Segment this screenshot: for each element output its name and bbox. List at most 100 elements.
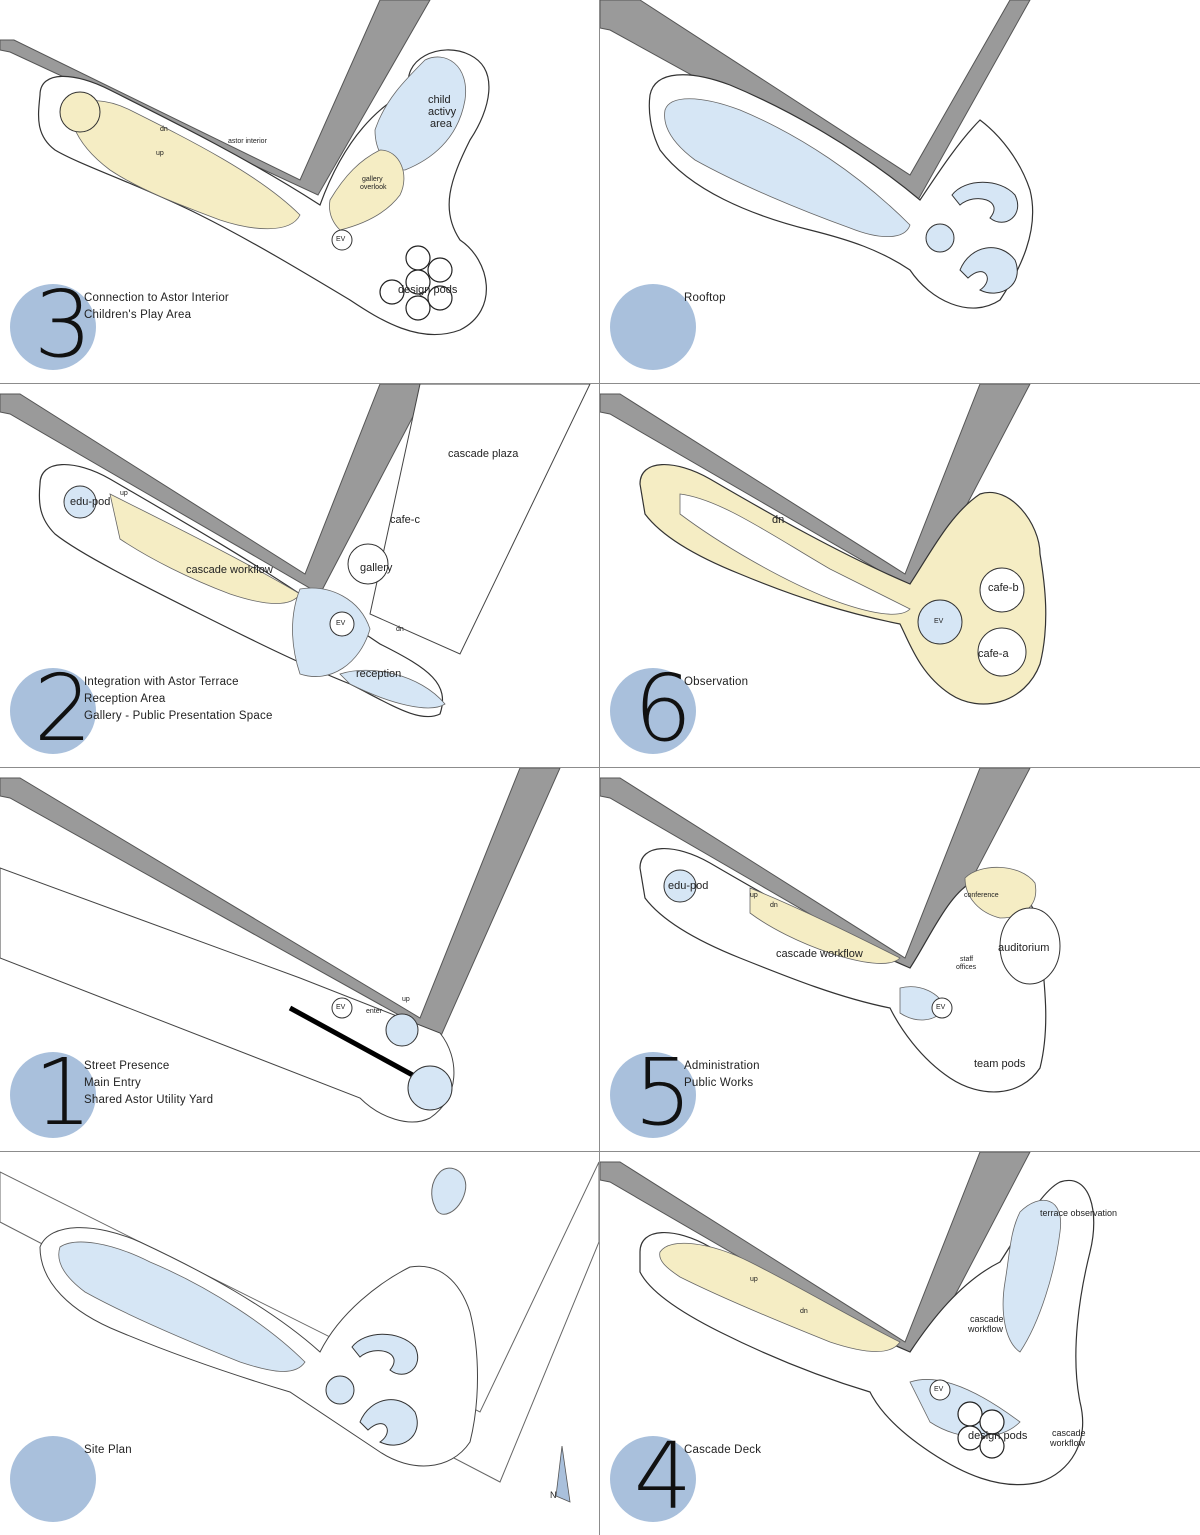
label-up: up <box>750 1276 758 1283</box>
label-cascade-b: cascade <box>1052 1428 1086 1438</box>
label-dn: dn <box>770 902 778 909</box>
floor-plan-level-2 <box>0 384 591 718</box>
panel-captions: Connection to Astor Interior Children's … <box>84 290 229 324</box>
panel-level-5: 5 Administration Public Works edu-pod ca… <box>600 768 1199 1151</box>
floor-plan-level-1 <box>0 768 561 1123</box>
label-ev: EV <box>934 1386 944 1393</box>
level-badge <box>10 1052 96 1138</box>
panel-level-1: 1 Street Presence Main Entry Shared Asto… <box>0 768 599 1151</box>
level-number: 2 <box>33 655 93 762</box>
level-badge <box>610 1436 696 1522</box>
label-edu-pod: edu-pod <box>668 880 709 892</box>
panel-captions: Observation <box>684 674 748 691</box>
panel-captions: Administration Public Works <box>684 1058 760 1092</box>
caption-line: Rooftop <box>684 292 726 304</box>
level-number: 4 <box>633 1423 693 1530</box>
caption-line: Gallery - Public Presentation Space <box>84 710 273 722</box>
label-cascade-a: cascade <box>970 1314 1004 1324</box>
level-number: 1 <box>33 1039 93 1146</box>
panel-captions: Cascade Deck <box>684 1442 761 1459</box>
label-team-pods: team pods <box>974 1058 1026 1070</box>
caption-line: Integration with Astor Terrace <box>84 676 239 688</box>
label-edu-pod: edu-pod <box>70 496 111 508</box>
label-ev: EV <box>336 1004 346 1011</box>
caption-line: Children's Play Area <box>84 309 192 321</box>
label-up: up <box>120 490 128 497</box>
panel-captions: Rooftop <box>684 290 726 307</box>
floor-plan-level-6 <box>600 384 1047 705</box>
north-arrow-icon <box>555 1446 571 1503</box>
label-ev: EV <box>336 620 346 627</box>
label-offices: offices <box>956 964 977 971</box>
floor-plan-rooftop <box>600 0 1034 309</box>
caption-line: Reception Area <box>84 693 166 705</box>
caption-line: Street Presence <box>84 1060 170 1072</box>
caption-line: Cascade Deck <box>684 1444 762 1456</box>
level-number: 3 <box>33 271 93 378</box>
caption-line: Main Entry <box>84 1077 141 1089</box>
level-badge <box>610 284 696 370</box>
label-reception: reception <box>356 668 402 680</box>
label-overlook: overlook <box>360 184 387 191</box>
panel-site-plan: Site Plan <box>0 1152 599 1535</box>
level-badge <box>10 668 96 754</box>
label-cascade-plaza: cascade plaza <box>448 448 519 460</box>
level-badge <box>10 1436 96 1522</box>
label-conference: conference <box>964 892 999 899</box>
label-gallery: gallery <box>360 562 393 574</box>
level-number: 5 <box>633 1039 693 1146</box>
north-label: N <box>550 1490 557 1500</box>
label-child: child <box>428 94 451 106</box>
label-up: up <box>402 996 410 1003</box>
divider-row-2 <box>0 767 1200 768</box>
caption-line: Public Works <box>684 1077 754 1089</box>
label-dn: dn <box>396 626 404 633</box>
label-cafe-b: cafe-b <box>988 582 1019 594</box>
level-badge <box>610 1052 696 1138</box>
label-cascade-workflow: cascade workflow <box>186 564 273 576</box>
panel-rooftop: Rooftop <box>600 0 1199 383</box>
level-badge <box>10 284 96 370</box>
label-auditorium: auditorium <box>998 942 1050 954</box>
caption-line: Connection to Astor Interior <box>84 292 229 304</box>
label-cafe-c: cafe-c <box>390 514 420 526</box>
label-ev: EV <box>336 236 346 243</box>
label-staff: staff <box>960 956 974 963</box>
level-badge <box>610 668 696 754</box>
panel-captions: Site Plan <box>84 1442 132 1459</box>
label-cascade-workflow: cascade workflow <box>776 948 863 960</box>
divider-row-3 <box>0 1151 1200 1152</box>
label-astor-interior: astor interior <box>228 138 267 145</box>
label-activy: activy <box>428 106 457 118</box>
label-design-pods: design pods <box>968 1430 1028 1442</box>
panel-level-6: 6 Observation dn cafe-b cafe-a EV <box>600 384 1199 767</box>
panel-captions: Integration with Astor Terrace Reception… <box>84 674 273 725</box>
label-terrace-observation: terrace observation <box>1040 1208 1118 1218</box>
label-enter: enter <box>366 1008 382 1015</box>
caption-line: Shared Astor Utility Yard <box>84 1094 214 1106</box>
label-ev: EV <box>936 1004 946 1011</box>
panel-level-4: 4 Cascade Deck terrace observation casca… <box>600 1152 1199 1535</box>
label-dn: dn <box>772 514 785 526</box>
label-design-pods: design pods <box>398 284 458 296</box>
level-number: 6 <box>633 655 693 762</box>
panel-level-2: 2 Integration with Astor Terrace Recepti… <box>0 384 599 767</box>
divider-row-1 <box>0 383 1200 384</box>
label-dn: dn <box>800 1308 808 1315</box>
panel-level-3: 3 Connection to Astor Interior Children'… <box>0 0 599 383</box>
label-dn: dn <box>160 126 168 133</box>
label-area: area <box>430 118 453 130</box>
floor-plan-site <box>0 1161 599 1483</box>
floor-plan-level-3 <box>0 0 490 336</box>
floor-plan-level-4 <box>600 1152 1095 1486</box>
label-up: up <box>750 892 758 899</box>
label-cafe-a: cafe-a <box>978 648 1009 660</box>
panel-captions: Street Presence Main Entry Shared Astor … <box>84 1058 213 1109</box>
label-workflow-a: workflow <box>968 1324 1004 1334</box>
floor-plan-level-5 <box>600 768 1061 1093</box>
label-gallery: gallery <box>362 176 383 183</box>
label-workflow-b: workflow <box>1050 1438 1086 1448</box>
caption-line: Administration <box>684 1060 760 1072</box>
caption-line: Site Plan <box>84 1444 132 1456</box>
label-ev: EV <box>934 618 944 625</box>
